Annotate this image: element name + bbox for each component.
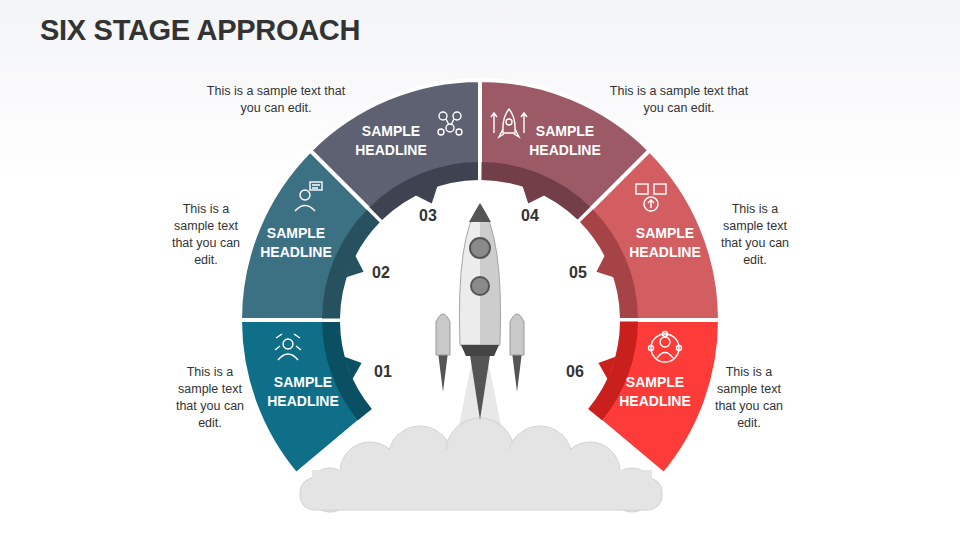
stage-description: This is a sample text that you can edit.	[713, 201, 797, 269]
callout-number: 05	[558, 264, 598, 282]
icon	[491, 109, 527, 137]
icon	[636, 184, 666, 211]
stage-description: This is a sample text that you can edit.	[206, 83, 346, 117]
ring-segment	[310, 80, 480, 221]
icon	[295, 182, 322, 211]
cloud	[300, 418, 662, 512]
stage-segment: SAMPLE HEADLINE	[260, 373, 346, 411]
callout-number: 02	[361, 264, 401, 282]
stage-segment: SAMPLE HEADLINE	[253, 224, 339, 262]
segment-pointer	[598, 356, 616, 379]
segment-shape	[579, 150, 720, 320]
stage-description: This is a sample text that you can edit.	[609, 83, 749, 117]
stage-description: This is a sample text that you can edit.	[707, 364, 791, 432]
stage-segment: SAMPLE HEADLINE	[522, 122, 608, 160]
segment-inner-band	[580, 209, 638, 318]
callout-number: 04	[510, 207, 550, 225]
stage-segment: SAMPLE HEADLINE	[612, 373, 698, 411]
rocket	[436, 203, 524, 420]
segment-pointer	[344, 356, 362, 379]
segment-shape	[310, 80, 480, 221]
icon	[649, 332, 682, 363]
diagram-title: SIX STAGE APPROACH	[40, 14, 360, 47]
icon	[275, 334, 301, 360]
stage-headline: SAMPLE HEADLINE	[260, 373, 346, 411]
stage-headline: SAMPLE HEADLINE	[348, 122, 434, 160]
segment-pointer	[522, 186, 545, 204]
segment-inner-band	[322, 209, 380, 318]
stage-segment: SAMPLE HEADLINE	[348, 122, 434, 160]
callout-number: 01	[363, 363, 403, 381]
stage-headline: SAMPLE HEADLINE	[622, 224, 708, 262]
segment-pointer	[346, 255, 364, 278]
stage-description: This is a sample text that you can edit.	[168, 364, 252, 432]
cloud-fill	[312, 450, 652, 508]
callout-number: 03	[408, 207, 448, 225]
stage-segment: SAMPLE HEADLINE	[622, 224, 708, 262]
stage-headline: SAMPLE HEADLINE	[522, 122, 608, 160]
segment-pointer	[415, 186, 438, 204]
segment-pointer	[596, 255, 614, 278]
ring-segments	[240, 80, 720, 474]
callout-number: 06	[555, 363, 595, 381]
ring-segment	[579, 150, 720, 320]
icon	[438, 112, 462, 135]
stage-headline: SAMPLE HEADLINE	[612, 373, 698, 411]
stage-icons	[275, 109, 682, 362]
stage-headline: SAMPLE HEADLINE	[253, 224, 339, 262]
stage-description: This is a sample text that you can edit.	[164, 201, 248, 269]
